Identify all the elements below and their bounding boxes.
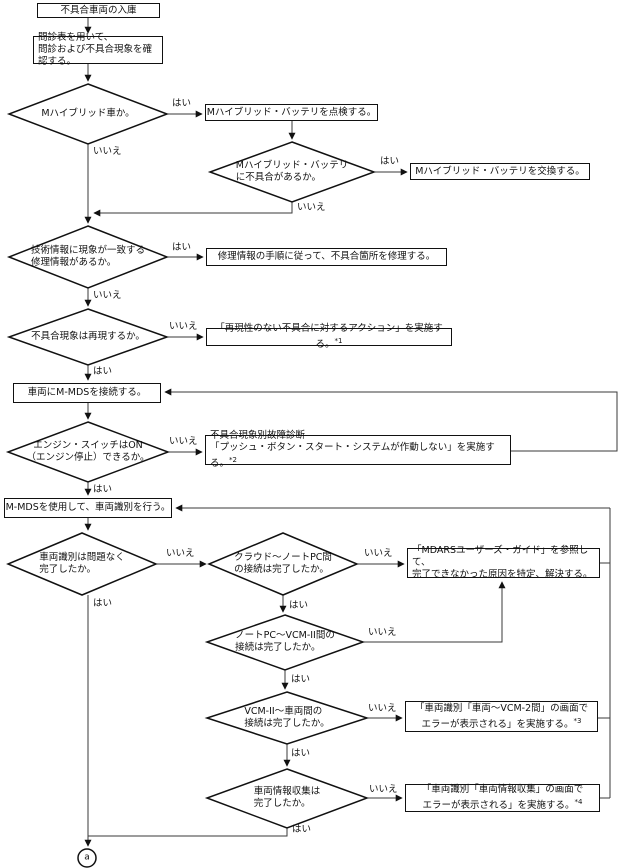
process-repair: 修理情報の手順に従って、不具合箇所を修理する。 bbox=[206, 248, 447, 266]
process-connect-mmds: 車両にM-MDSを接続する。 bbox=[13, 383, 161, 403]
note-ref-4: *4 bbox=[574, 798, 583, 806]
edge-infocol-yes bbox=[88, 828, 288, 837]
cloud-pc-line1: クラウド～ノートPC間 bbox=[234, 552, 332, 563]
decision-battery-fault-shape bbox=[207, 141, 377, 203]
engine-switch-line1: エンジン・スイッチはON bbox=[33, 440, 143, 451]
decision-pc-vcm: ノートPC～VCM-II間の 接続は完了したか。 bbox=[235, 630, 335, 654]
decision-m-hybrid-shape bbox=[6, 83, 170, 145]
decision-tech-info: 技術情報に現象が一致する 修理情報があるか。 bbox=[31, 245, 145, 269]
decision-battery-fault: Mハイブリッド・バッテリ に不具合があるか。 bbox=[236, 160, 349, 184]
note-ref-1: *1 bbox=[334, 337, 343, 345]
repair-text: 修理情報の手順に従って、不具合箇所を修理する。 bbox=[217, 251, 436, 262]
process-no-repro-action: 「再現性のない不具合に対するアクション」を実施する。*1 bbox=[206, 323, 452, 350]
tech-info-line2: 修理情報があるか。 bbox=[30, 257, 117, 268]
ident-complete-line1: 車両識別は問題なく bbox=[39, 552, 125, 563]
edge-label-yes-mhybrid: はい bbox=[172, 98, 192, 109]
edge-label-no-cloud: いいえ bbox=[364, 548, 393, 559]
decision-engine-switch-shape bbox=[5, 421, 171, 483]
connector-a: a bbox=[84, 852, 90, 863]
mdars-line2: 完了できなかった原因を特定、解決する。 bbox=[412, 569, 593, 580]
vcm-vehicle-line2: 接続は完了したか。 bbox=[244, 718, 330, 729]
edge-label-yes-battfault: はい bbox=[380, 156, 400, 167]
interview-line1: 問診表を用いて、 bbox=[38, 32, 114, 43]
edge-label-no-vcmveh: いいえ bbox=[368, 703, 397, 714]
decision-pc-vcm-shape bbox=[204, 614, 366, 671]
engine-switch-line2: （エンジン停止）できるか。 bbox=[26, 452, 150, 463]
edge-battfault-no bbox=[93, 202, 293, 217]
edge-label-no-identok: いいえ bbox=[166, 548, 195, 559]
decision-info-collect-shape bbox=[204, 768, 370, 829]
pc-vcm-line2: 接続は完了したか。 bbox=[235, 642, 321, 653]
edge-label-yes-cloud: はい bbox=[289, 600, 309, 611]
decision-info-collect: 車両情報収集は 完了したか。 bbox=[254, 786, 321, 810]
decision-tech-info-shape bbox=[6, 225, 170, 289]
edge-label-no-engine: いいえ bbox=[169, 436, 198, 447]
pc-vcm-line1: ノートPC～VCM-II間の bbox=[235, 630, 335, 641]
connector-a-circle bbox=[77, 848, 97, 868]
vcm2-error-line1: 「車両識別「車両～VCM-2間」の画面で bbox=[414, 702, 589, 714]
tech-info-line1: 技術情報に現象が一致する bbox=[30, 245, 146, 256]
process-inspect-battery: Mハイブリッド・バッテリを点検する。 bbox=[205, 104, 378, 121]
decision-engine-switch: エンジン・スイッチはON （エンジン停止）できるか。 bbox=[26, 440, 149, 464]
edge-label-yes-identok: はい bbox=[93, 598, 113, 609]
connect-mmds-text: 車両にM-MDSを接続する。 bbox=[27, 387, 147, 398]
process-replace-battery: Mハイブリッド・バッテリを交換する。 bbox=[410, 163, 590, 180]
process-vehicle-ident: M-MDSを使用して、車両識別を行う。 bbox=[4, 498, 172, 518]
replace-battery-text: Mハイブリッド・バッテリを交換する。 bbox=[415, 165, 585, 177]
edge-pcvcm-no bbox=[363, 581, 506, 643]
edge-label-no-techinfo: いいえ bbox=[93, 290, 122, 301]
decision-vcm-vehicle: VCM-II～車両間の 接続は完了したか。 bbox=[244, 706, 329, 730]
process-vcm2-error: 「車両識別「車両～VCM-2間」の画面で エラーが表示される」を実施する。*3 bbox=[405, 701, 598, 732]
process-interview-box: 問診表を用いて、 問診および不具合現象を確認する。 bbox=[33, 32, 163, 67]
note-ref-3: *3 bbox=[573, 716, 582, 725]
ident-complete-line2: 完了したか。 bbox=[39, 564, 97, 575]
mdars-line1: 「MDARSユーザーズ・ガイド」を参照して、 bbox=[412, 545, 589, 568]
process-pbss-diagnosis: 不具合現象別故障診断 「プッシュ・ボタン・スタート・システムが作動しない」を実施… bbox=[205, 430, 511, 469]
decision-cloud-pc-shape bbox=[207, 532, 359, 596]
decision-ident-complete-shape bbox=[6, 532, 158, 596]
decision-cloud-pc: クラウド～ノートPC間 の接続は完了したか。 bbox=[234, 552, 332, 576]
cloud-pc-line2: の接続は完了したか。 bbox=[234, 564, 329, 575]
info-error-line2: エラーが表示される」を実施する。 bbox=[422, 800, 575, 811]
edge-label-yes-infocol: はい bbox=[292, 824, 312, 835]
vcm-vehicle-line1: VCM-II～車両間の bbox=[244, 706, 323, 717]
edge-label-no-pcvcm: いいえ bbox=[368, 627, 397, 638]
battery-fault-line1: Mハイブリッド・バッテリ bbox=[235, 160, 349, 171]
info-collect-line2: 完了したか。 bbox=[253, 798, 311, 809]
process-mdars-guide: 「MDARSユーザーズ・ガイド」を参照して、 完了できなかった原因を特定、解決す… bbox=[407, 545, 600, 580]
edge-label-yes-techinfo: はい bbox=[172, 242, 192, 253]
vehicle-ident-text: M-MDSを使用して、車両識別を行う。 bbox=[5, 502, 171, 513]
decision-ident-complete: 車両識別は問題なく 完了したか。 bbox=[39, 552, 125, 576]
terminal-start-box: 不具合車両の入庫 bbox=[37, 3, 160, 18]
pbss-line2: 「プッシュ・ボタン・スタート・システムが作動しない」を実施する。 bbox=[210, 442, 495, 469]
edge-label-no-repro: いいえ bbox=[169, 321, 198, 332]
interview-line2: 問診および不具合現象を確認する。 bbox=[38, 44, 153, 67]
edge-label-yes-repro: はい bbox=[93, 366, 113, 377]
edge-label-yes-vcmveh: はい bbox=[291, 748, 311, 759]
start-text: 不具合車両の入庫 bbox=[60, 4, 137, 16]
info-error-line1: 「車両識別「車両情報収集」の画面で bbox=[421, 784, 584, 795]
inspect-battery-text: Mハイブリッド・バッテリを点検する。 bbox=[206, 106, 377, 118]
edge-label-yes-pcvcm: はい bbox=[291, 674, 311, 685]
info-collect-line1: 車両情報収集は bbox=[253, 786, 321, 797]
no-repro-text: 「再現性のない不具合に対するアクション」を実施する。 bbox=[215, 323, 443, 350]
edge-label-no-battfault: いいえ bbox=[297, 202, 326, 213]
battery-fault-line2: に不具合があるか。 bbox=[235, 172, 322, 183]
edge-label-yes-engine: はい bbox=[93, 484, 113, 495]
pbss-line1: 不具合現象別故障診断 bbox=[210, 430, 306, 441]
edge-label-no-mhybrid: いいえ bbox=[93, 146, 122, 157]
vcm2-error-line2: エラーが表示される」を実施する。 bbox=[421, 718, 574, 730]
process-info-error: 「車両識別「車両情報収集」の画面で エラーが表示される」を実施する。*4 bbox=[405, 784, 600, 812]
note-ref-2: *2 bbox=[229, 456, 237, 464]
decision-reproduce-shape bbox=[6, 308, 170, 366]
decision-reproduce: 不具合現象は再現するか。 bbox=[31, 331, 145, 342]
edge-label-no-infocol: いいえ bbox=[369, 784, 398, 795]
edge-pbss-feedback bbox=[164, 388, 618, 452]
decision-vcm-vehicle-shape bbox=[204, 691, 370, 745]
decision-m-hybrid: Mハイブリッド車か。 bbox=[41, 108, 135, 119]
